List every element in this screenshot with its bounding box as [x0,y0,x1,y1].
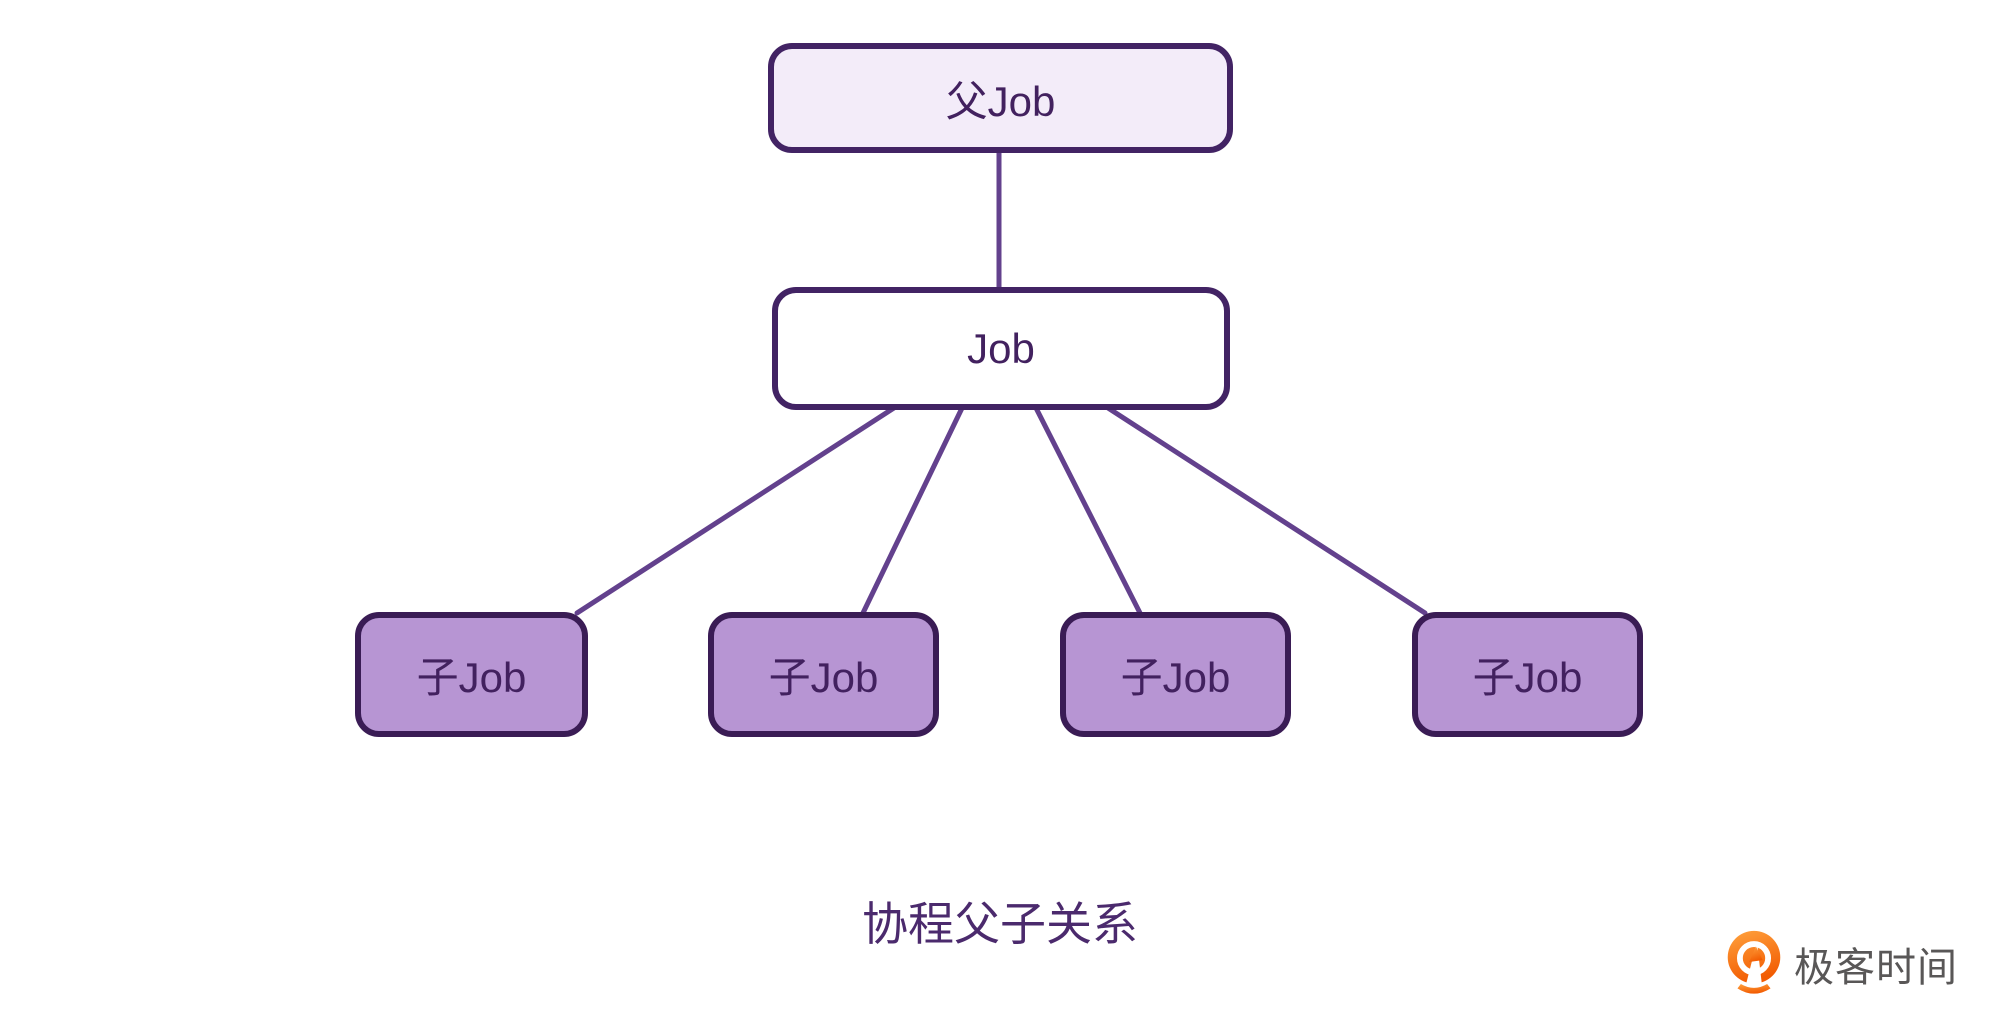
diagram-caption: 协程父子关系 [862,898,1138,950]
node-child-job-3: 子Job [1060,612,1291,737]
node-child-job-3-label: 子Job [1120,654,1231,701]
node-child-job-1-label: 子Job [416,654,527,701]
node-parent-job: 父Job [768,43,1233,153]
edge-job-to-child-2 [860,403,966,616]
edge-job-to-child-1 [574,403,900,616]
node-child-job-2-label: 子Job [768,654,879,701]
geektime-logo-icon [1727,930,1781,994]
edge-job-to-child-4 [1102,403,1428,616]
node-job-label: Job [967,324,1035,372]
node-child-job-2: 子Job [708,612,939,737]
brand-logo: 极客时间 [1724,928,1958,1000]
node-child-job-4: 子Job [1412,612,1643,737]
node-parent-job-label: 父Job [945,77,1056,125]
node-child-job-4-label: 子Job [1472,654,1583,701]
brand-logo-text: 极客时间 [1794,946,1958,990]
edge-job-to-child-3 [1032,403,1143,616]
node-job: Job [772,287,1230,410]
node-child-job-1: 子Job [355,612,588,737]
